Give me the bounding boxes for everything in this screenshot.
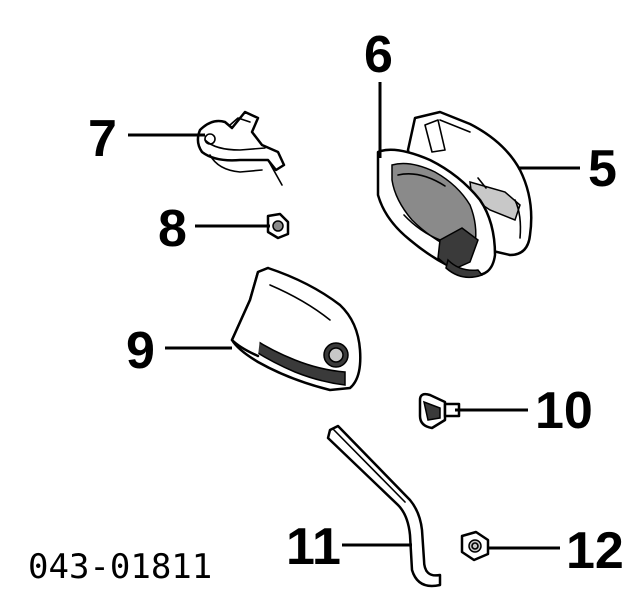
part-6-bracket <box>376 148 497 279</box>
callout-6: 6 <box>364 26 393 84</box>
part-7-clip <box>196 110 286 186</box>
part-12-nut <box>460 530 490 562</box>
callout-12: 12 <box>566 522 624 580</box>
callout-5: 5 <box>588 140 617 198</box>
callout-7: 7 <box>88 110 117 168</box>
callout-8: 8 <box>158 200 187 258</box>
part-8-nut <box>266 212 290 240</box>
part-5-back-plate <box>406 110 533 257</box>
part-10-bolt <box>418 392 461 430</box>
part-9-housing <box>230 266 362 392</box>
callout-9: 9 <box>126 322 155 380</box>
callout-10: 10 <box>535 382 593 440</box>
callout-11: 11 <box>286 518 341 576</box>
part-11-rod <box>326 424 442 588</box>
drawing-code: 043-01811 <box>28 547 212 587</box>
